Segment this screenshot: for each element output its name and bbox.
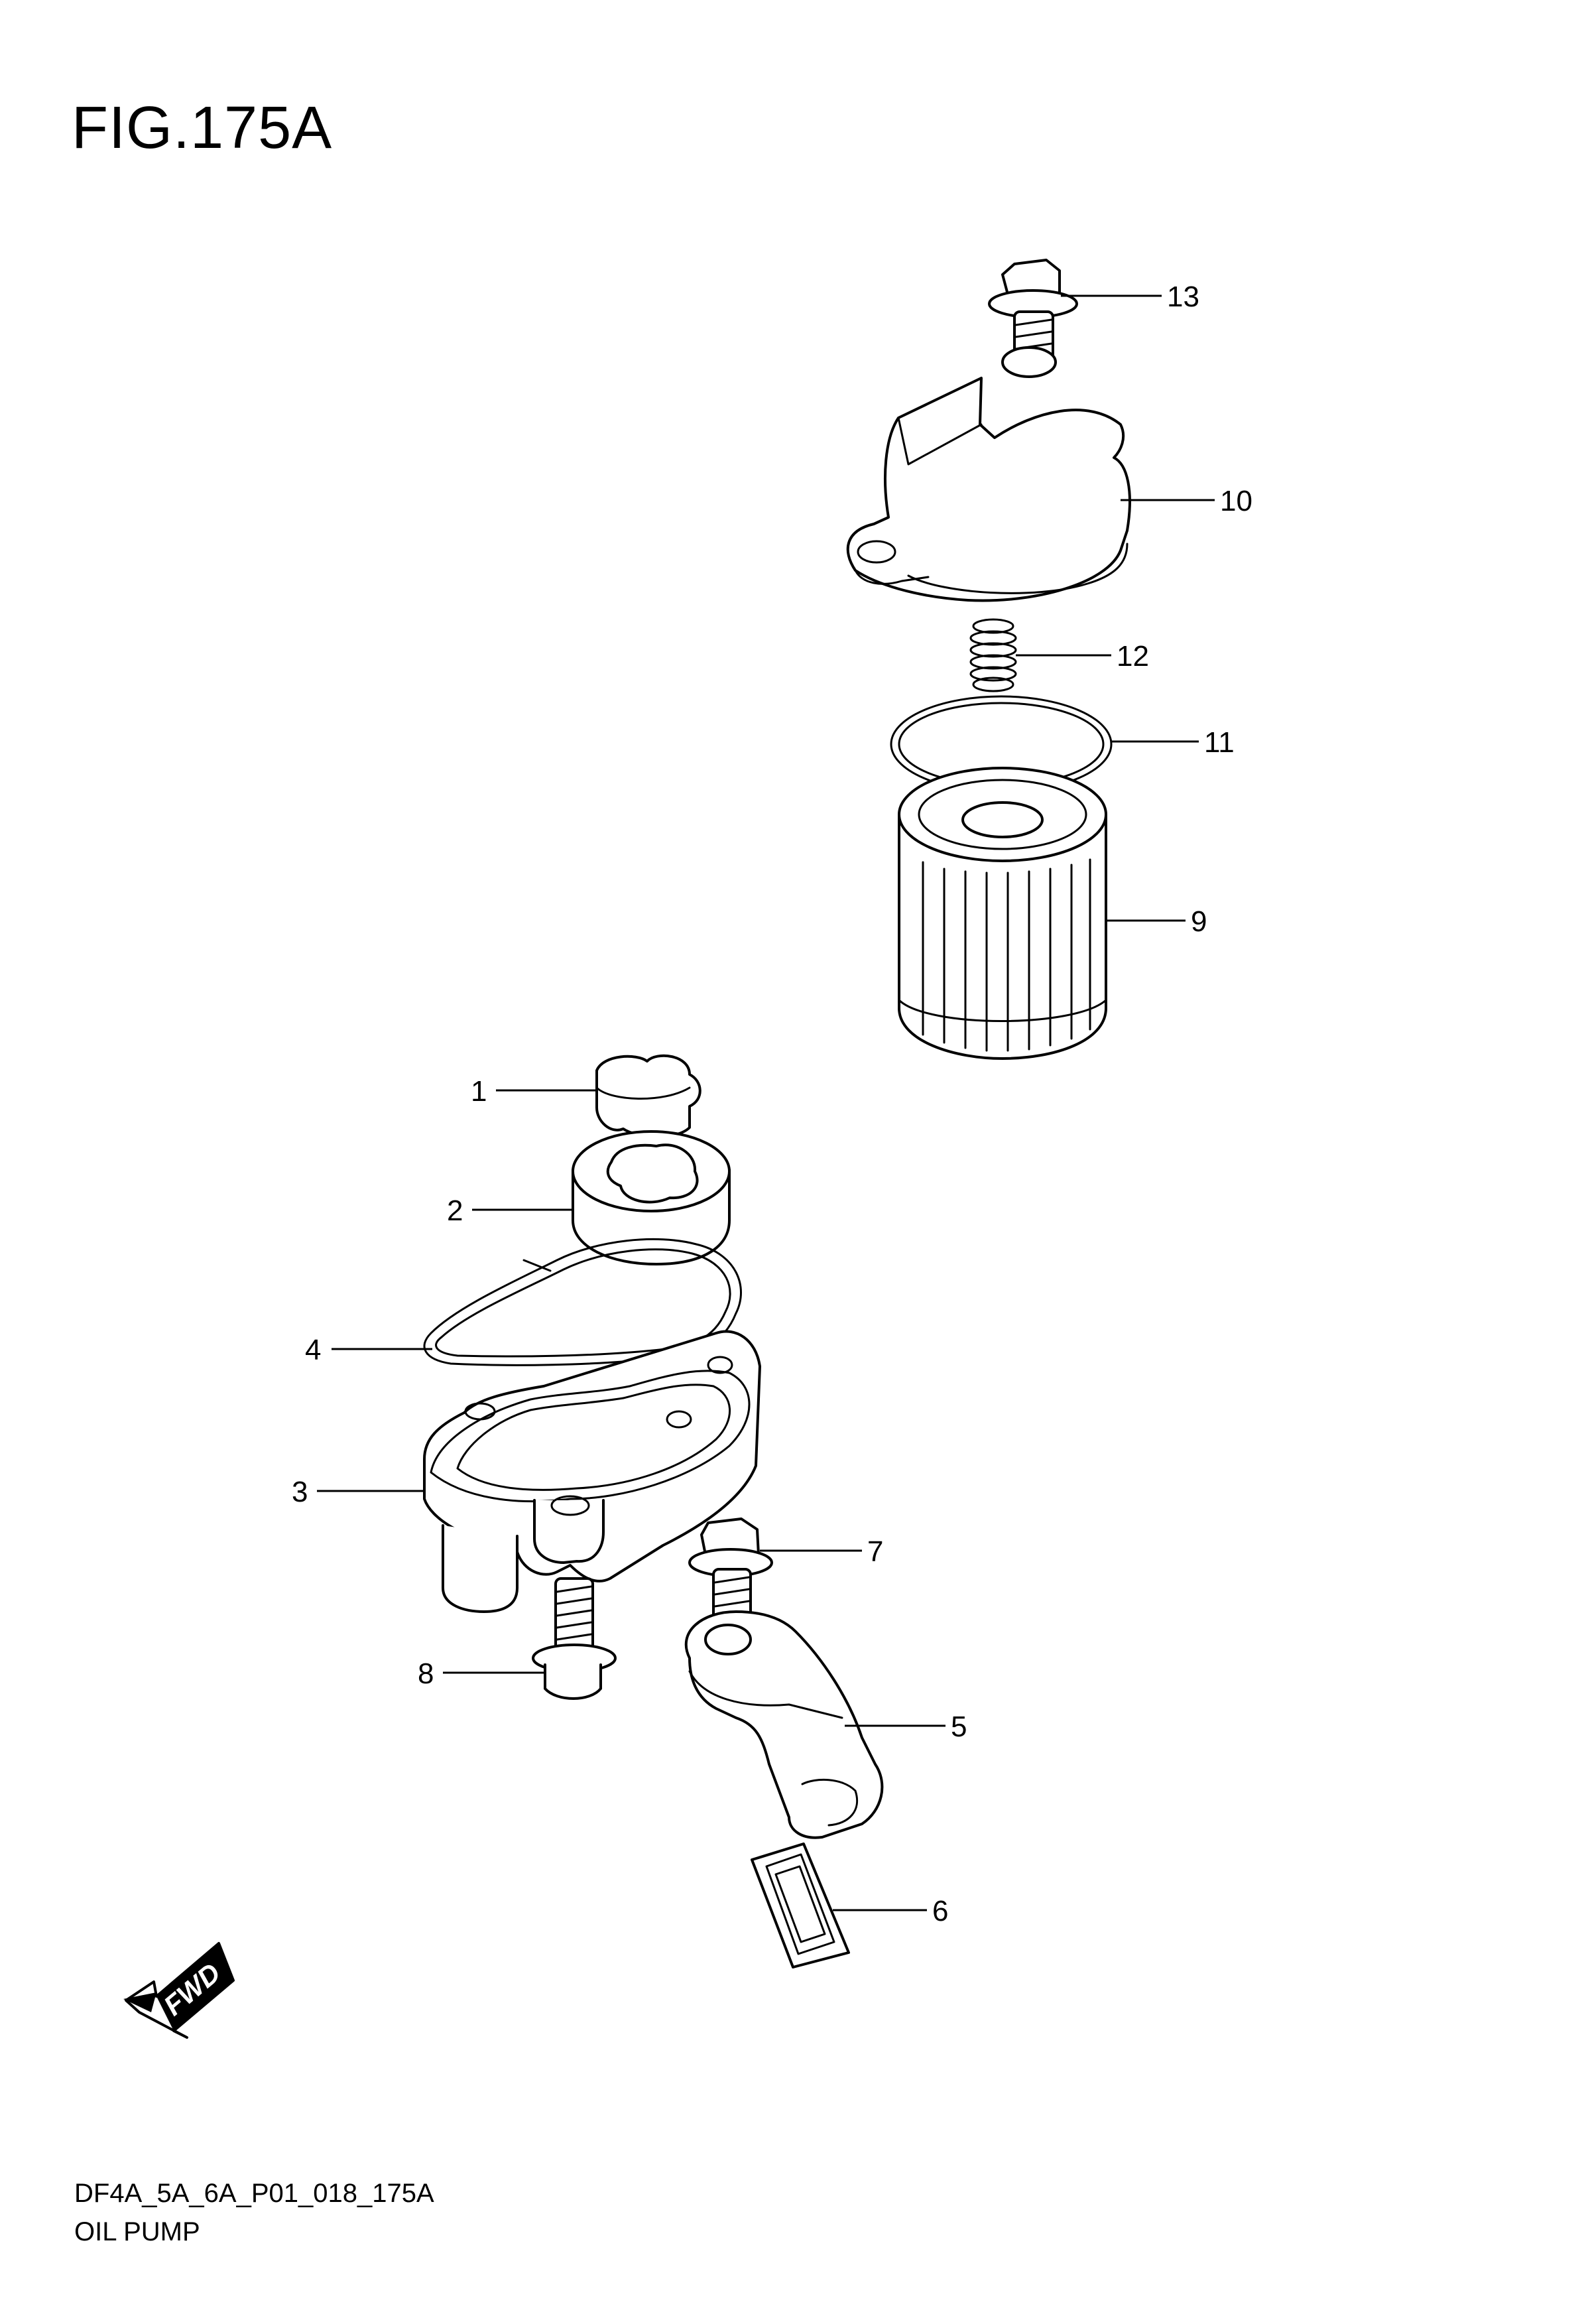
callout-13: 13 <box>1061 281 1199 313</box>
part-8-bolt <box>532 1577 617 1700</box>
callout-label-5: 5 <box>951 1711 967 1743</box>
part-9-filter-element <box>898 767 1107 1060</box>
part-5-strainer <box>684 1610 884 1839</box>
callout-5: 5 <box>845 1711 967 1743</box>
diagram-name: OIL PUMP <box>74 2217 200 2246</box>
part-4-gasket <box>423 1238 742 1366</box>
part-1-rotor <box>595 1054 702 1138</box>
callout-label-9: 9 <box>1191 905 1207 938</box>
part-3-pump-body <box>423 1330 761 1613</box>
callout-7: 7 <box>760 1535 883 1568</box>
figure-footer: DF4A_5A_6A_P01_018_175A OIL PUMP <box>74 2174 434 2251</box>
part-2-rotor-ring <box>572 1130 731 1265</box>
callout-label-12: 12 <box>1117 640 1149 673</box>
callout-label-4: 4 <box>305 1334 321 1366</box>
part-6-screen <box>751 1842 850 1969</box>
callout-9: 9 <box>1106 905 1207 938</box>
callout-label-10: 10 <box>1220 485 1252 517</box>
diagram-code: DF4A_5A_6A_P01_018_175A <box>74 2179 434 2208</box>
callout-4: 4 <box>305 1334 432 1366</box>
callout-10: 10 <box>1121 485 1252 517</box>
callout-label-11: 11 <box>1204 726 1235 759</box>
callout-label-13: 13 <box>1167 281 1199 313</box>
callout-label-6: 6 <box>932 1895 948 1927</box>
callout-2: 2 <box>447 1194 574 1227</box>
callout-8: 8 <box>418 1657 545 1690</box>
callout-label-7: 7 <box>867 1535 883 1568</box>
callout-label-8: 8 <box>418 1657 434 1690</box>
part-10-filter-cap <box>846 346 1131 602</box>
callout-label-1: 1 <box>471 1075 487 1108</box>
callout-12: 12 <box>1016 640 1149 673</box>
callout-3: 3 <box>292 1476 424 1508</box>
callout-label-3: 3 <box>292 1476 308 1508</box>
part-12-spring <box>969 618 1017 692</box>
callout-label-2: 2 <box>447 1194 463 1227</box>
callout-6: 6 <box>833 1895 948 1927</box>
callout-1: 1 <box>471 1075 597 1108</box>
fwd-arrow-icon: FWD <box>123 1942 235 2039</box>
callout-11: 11 <box>1111 726 1235 759</box>
page-title: FIG.175A <box>72 95 333 161</box>
